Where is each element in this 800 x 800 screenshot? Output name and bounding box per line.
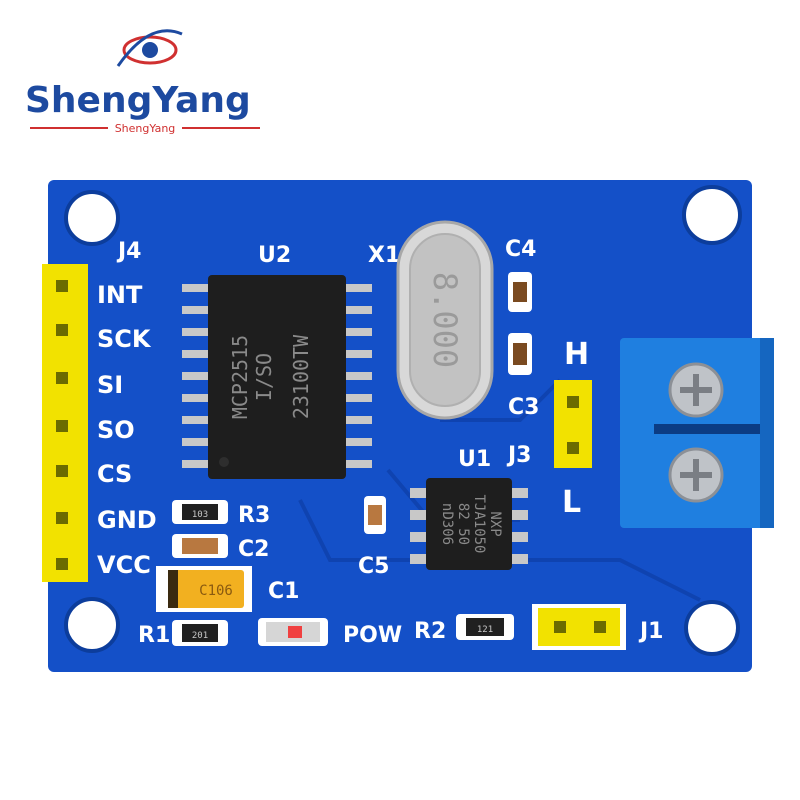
u1-marking-date: nD306	[439, 503, 455, 545]
u1-ref-label: U1	[458, 447, 491, 472]
header-pin	[56, 372, 68, 384]
terminal-divider	[654, 424, 760, 434]
header-pin	[56, 465, 68, 477]
pin-label-int: INT	[97, 281, 143, 309]
logo-orbit	[116, 29, 183, 67]
chip-body	[208, 275, 346, 479]
mcp2515-controller-chip: U2 MCP2515 I/SO 23100TW	[182, 243, 372, 479]
pin-label-so: SO	[97, 416, 135, 444]
j3-pin	[567, 396, 579, 408]
c3-label: C3	[508, 395, 539, 420]
pow-led-die	[288, 626, 302, 638]
chip-marking-line2: I/SO	[252, 353, 276, 401]
chip-marking-line3: 23100TW	[289, 334, 313, 419]
pin-label-sck: SCK	[97, 325, 152, 353]
c2-capacitor	[182, 538, 218, 554]
r3-code: 103	[192, 510, 208, 520]
j1-pin	[594, 621, 606, 633]
r1-code: 201	[192, 631, 208, 641]
tja1050-transceiver-chip: U1 NXP TJA1050 82 50 nD306	[410, 447, 528, 570]
r1-resistor	[182, 624, 218, 642]
pin-label-gnd: GND	[97, 506, 157, 534]
chip-pins-left	[182, 284, 210, 468]
brand-tagline: ShengYang	[115, 122, 176, 135]
header-pin	[56, 420, 68, 432]
chip-body	[426, 478, 512, 570]
j3-header	[554, 380, 592, 468]
r3-label: R3	[238, 503, 270, 528]
j1-pin	[554, 621, 566, 633]
logo-eye-outline	[122, 35, 178, 65]
j3-high-label: H	[564, 337, 589, 372]
crystal-frequency: 8.000	[426, 272, 464, 368]
pin-label-cs: CS	[97, 460, 132, 488]
chip-marking-line1: MCP2515	[228, 335, 252, 419]
pin-header-j4: J4 INT SCK SI SO CS GND VCC	[42, 239, 157, 582]
mount-hole	[64, 190, 120, 246]
c4-capacitor	[513, 282, 527, 302]
screw-terminal-block	[620, 338, 774, 528]
terminal-side	[760, 338, 774, 528]
u2-ref-label: U2	[258, 243, 291, 268]
j3-low-label: L	[562, 485, 581, 520]
j1-header	[538, 608, 620, 646]
pin-label-vcc: VCC	[97, 551, 151, 579]
crystal-oscillator: X1 8.000	[368, 220, 494, 420]
j3-ref-label: J3	[506, 443, 532, 468]
pin-label-si: SI	[97, 371, 123, 399]
x1-ref-label: X1	[368, 243, 400, 268]
r2-label: R2	[414, 619, 446, 644]
shengyang-logo: ShengYang ShengYang	[25, 29, 260, 135]
mount-hole	[682, 185, 742, 245]
screw-slot	[680, 374, 712, 406]
header-pin	[56, 280, 68, 292]
pow-label: POW	[343, 623, 402, 648]
header-pins	[56, 280, 68, 570]
chip-pin1-dot	[219, 457, 229, 467]
chip-pins-right	[344, 284, 372, 468]
c3-capacitor	[513, 343, 527, 365]
c5-capacitor	[368, 505, 382, 525]
crystal-top	[409, 233, 481, 407]
c1-code: C106	[199, 583, 233, 599]
logo-eye-pupil	[142, 42, 158, 58]
u1-marking-part: TJA1050	[471, 494, 487, 553]
r2-resistor	[466, 618, 504, 636]
mount-hole	[684, 600, 740, 656]
header-pin	[56, 324, 68, 336]
j3-pin	[567, 442, 579, 454]
can-bus-module-board: J4 INT SCK SI SO CS GND VCC U2	[42, 180, 774, 672]
c2-label: C2	[238, 537, 269, 562]
header-pin	[56, 512, 68, 524]
r1-label: R1	[138, 623, 170, 648]
u1-marking-lot: 82 50	[455, 503, 471, 545]
screw-slot	[680, 459, 712, 491]
mount-hole	[64, 597, 120, 653]
c1-polarity-band	[168, 570, 178, 608]
c1-tantalum-capacitor	[168, 570, 244, 608]
brand-name: ShengYang	[25, 80, 251, 121]
u1-marking-brand: NXP	[487, 511, 503, 536]
j1-ref-label: J1	[638, 619, 664, 644]
c4-label: C4	[505, 237, 536, 262]
j4-ref-label: J4	[116, 239, 142, 264]
c5-label: C5	[358, 554, 389, 579]
c1-label: C1	[268, 579, 299, 604]
r3-resistor	[182, 504, 218, 520]
r2-code: 121	[477, 625, 493, 635]
header-pin	[56, 558, 68, 570]
